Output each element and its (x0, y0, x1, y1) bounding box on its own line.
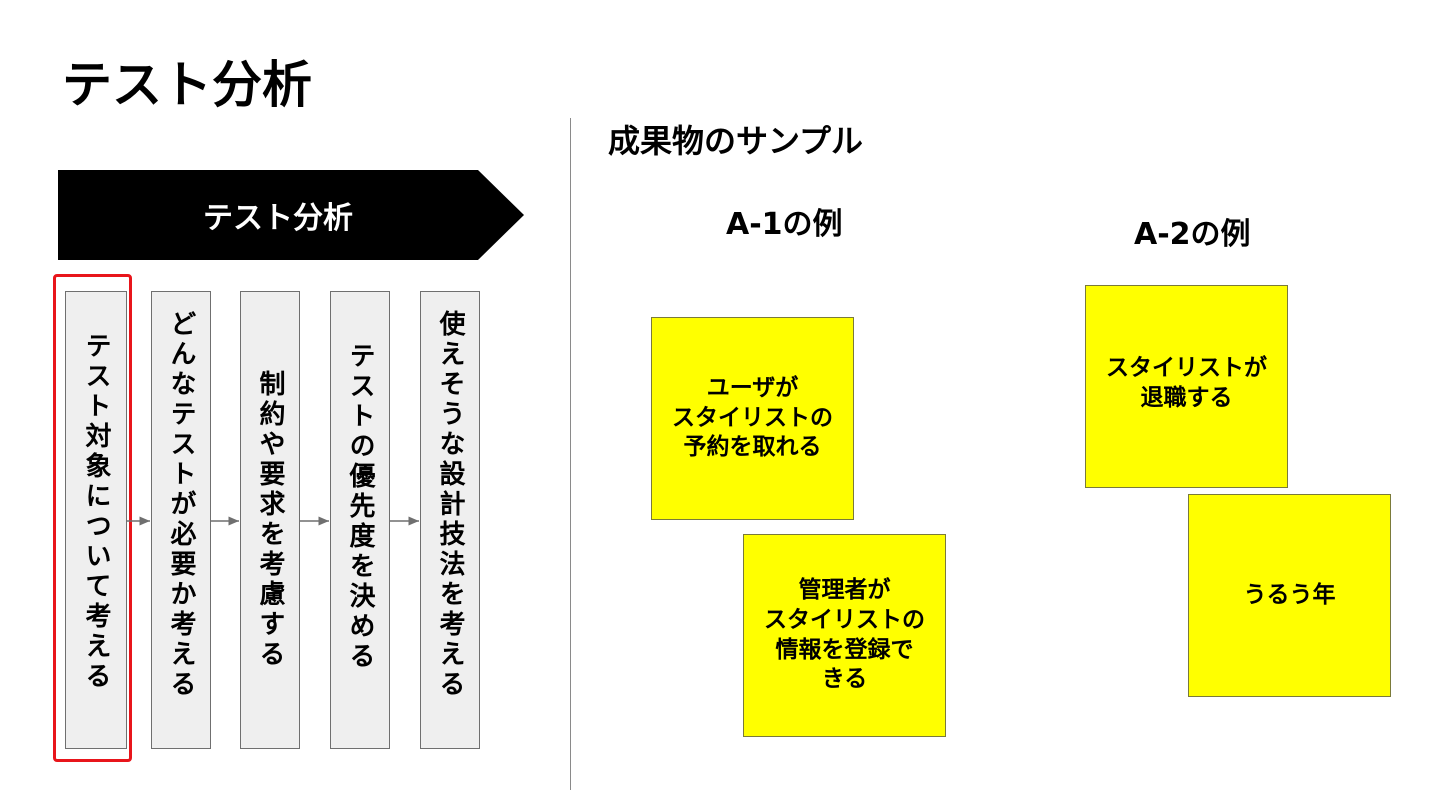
banner-arrow-shape (58, 170, 524, 260)
sticky-note-text: スタイリストが 退職する (1106, 355, 1267, 411)
sticky-note-a1-1: ユーザが スタイリストの 予約を取れる (651, 317, 854, 520)
step-label-1: テスト対象について考える (81, 332, 111, 692)
example-heading-a2: A-2の例 (1134, 217, 1251, 252)
section-divider (570, 118, 571, 790)
step-box-3: 制約や要求を考慮する (240, 291, 300, 749)
example-heading-a1: A-1の例 (726, 207, 843, 242)
step-box-4: テストの優先度を決める (330, 291, 390, 749)
sticky-note-a1-2: 管理者が スタイリストの 情報を登録で きる (743, 534, 946, 737)
process-banner: テスト分析 (58, 170, 524, 260)
page-title: テスト分析 (62, 56, 312, 114)
sticky-note-text: うるう年 (1243, 581, 1336, 608)
step-box-1: テスト対象について考える (65, 291, 127, 749)
step-label-5: 使えそうな設計技法を考える (435, 310, 465, 700)
sticky-note-text: ユーザが スタイリストの 予約を取れる (672, 374, 833, 461)
sticky-note-text: 管理者が スタイリストの 情報を登録で きる (764, 576, 925, 693)
step-highlight-frame (53, 274, 132, 762)
step-label-4: テストの優先度を決める (345, 342, 375, 672)
banner-label: テスト分析 (203, 201, 353, 236)
step-label-3: 制約や要求を考慮する (255, 370, 285, 670)
samples-title: 成果物のサンプル (608, 122, 864, 160)
sticky-note-a2-1: スタイリストが 退職する (1085, 285, 1288, 488)
step-box-5: 使えそうな設計技法を考える (420, 291, 480, 749)
step-box-2: どんなテストが必要か考える (151, 291, 211, 749)
sticky-note-a2-2: うるう年 (1188, 494, 1391, 697)
step-label-2: どんなテストが必要か考える (166, 310, 196, 700)
